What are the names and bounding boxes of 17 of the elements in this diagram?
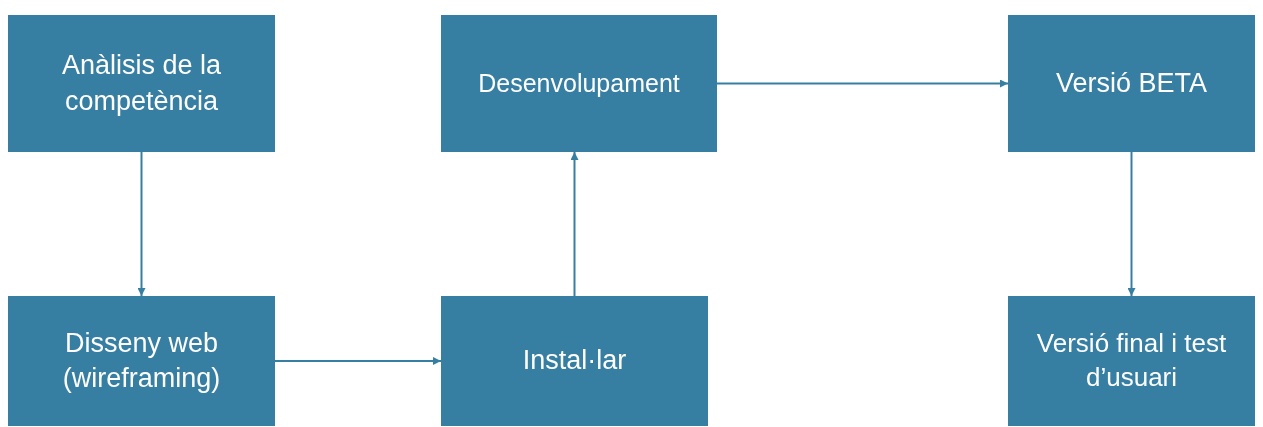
arrow: [274, 357, 442, 365]
box-label: Versió BETA: [1055, 66, 1208, 100]
process-box: [441, 296, 708, 426]
box-label: Disseny web (wireframing): [61, 326, 222, 395]
process-box: [1008, 296, 1255, 426]
box-label: Desenvolupament: [478, 68, 680, 100]
process-box: [1008, 15, 1255, 152]
box-label: Instal·lar: [522, 344, 627, 378]
process-box: [8, 296, 275, 426]
arrow: [137, 151, 146, 297]
arrow: [570, 151, 579, 297]
process-box: [8, 15, 275, 152]
box-label: Anàlisis de la competència: [60, 49, 223, 118]
arrow: [1127, 151, 1136, 297]
process-box: [441, 15, 717, 152]
arrow: [716, 79, 1009, 88]
box-label: Versió final i test d’usuari: [1035, 327, 1228, 394]
